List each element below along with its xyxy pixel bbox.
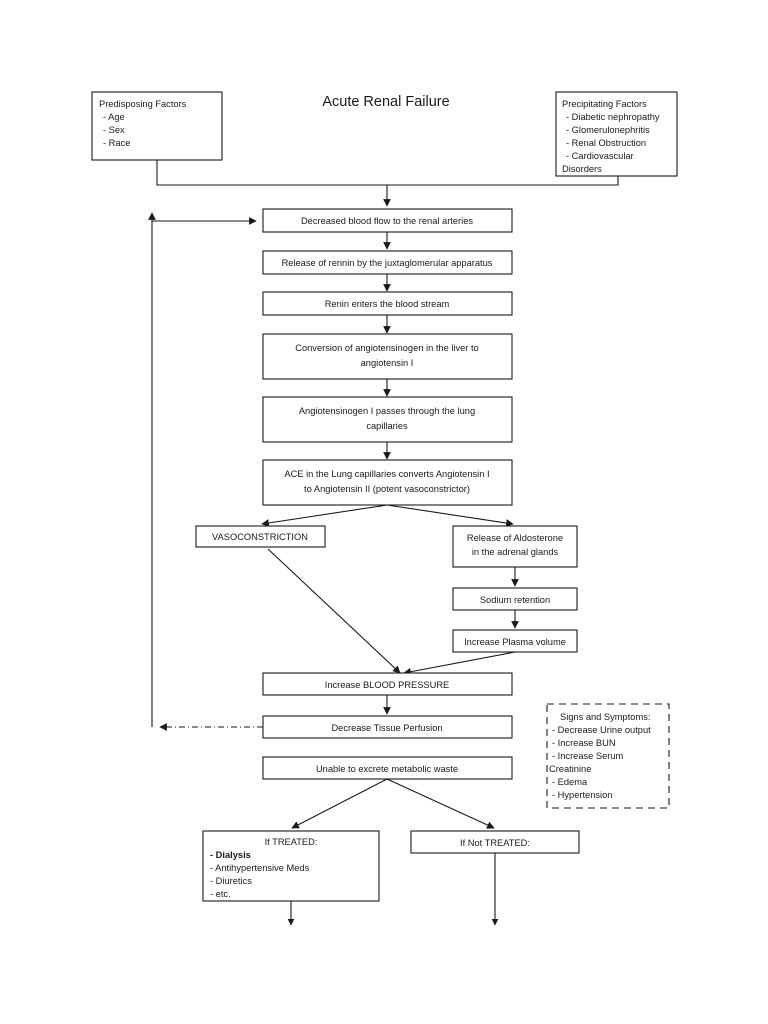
- signs-heading: Signs and Symptoms:: [560, 712, 650, 722]
- label-vasoconstriction: VASOCONSTRICTION: [212, 532, 308, 542]
- label-ace-line1: ACE in the Lung capillaries converts Ang…: [284, 469, 489, 479]
- connector-vasoconstriction-to-blood-pressure: [267, 548, 401, 674]
- page-title: Acute Renal Failure: [322, 94, 449, 110]
- label-conversion-line1: Conversion of angiotensinogen in the liv…: [295, 343, 478, 353]
- predisposing-heading: Predisposing Factors: [99, 99, 187, 109]
- not-treated-heading: If Not TREATED:: [460, 838, 530, 848]
- precipitating-heading: Precipitating Factors: [562, 99, 647, 109]
- treated-item-0: - Dialysis: [210, 850, 251, 860]
- label-aldosterone-line2: in the adrenal glands: [472, 547, 559, 557]
- treated-item-2: - Diuretics: [210, 876, 252, 886]
- label-decrease-tissue-perfusion: Decrease Tissue Perfusion: [331, 723, 442, 733]
- signs-item-4: - Edema: [552, 777, 588, 787]
- branch-ace-to-vasoconstriction: [261, 504, 388, 527]
- signs-item-5: - Hypertension: [552, 790, 612, 800]
- label-conversion-line2: angiotensin I: [361, 358, 414, 368]
- label-lung-pass-line1: Angiotensinogen I passes through the lun…: [299, 406, 475, 416]
- predisposing-item-0: - Age: [103, 112, 125, 122]
- box-conversion-angiotensinogen: [262, 333, 513, 380]
- branch-waste-to-not-treated: [386, 778, 495, 829]
- label-aldosterone-line1: Release of Aldosterone: [467, 533, 563, 543]
- signs-item-2: - Increase Serum: [552, 751, 624, 761]
- signs-item-1: - Increase BUN: [552, 738, 616, 748]
- label-sodium-retention: Sodium retention: [480, 595, 550, 605]
- precipitating-item-3: - Cardiovascular: [566, 151, 634, 161]
- precipitating-item-1: - Glomerulonephritis: [566, 125, 650, 135]
- label-renin-blood-stream: Renin enters the blood stream: [325, 299, 450, 309]
- label-renin-release: Release of rennin by the juxtaglomerular…: [282, 258, 493, 268]
- branch-ace-to-aldosterone: [386, 504, 514, 527]
- treated-item-3: - etc.: [210, 889, 231, 899]
- signs-and-symptoms-box: [546, 703, 670, 809]
- branch-waste-to-treated: [291, 778, 388, 829]
- predisposing-item-2: - Race: [103, 138, 130, 148]
- signs-item-3: Creatinine: [549, 764, 591, 774]
- connector-plasma-to-blood-pressure: [403, 651, 516, 676]
- box-decrease-tissue-perfusion: [262, 715, 513, 739]
- precipitating-item-4: Disorders: [562, 164, 602, 174]
- box-vasoconstriction: [195, 525, 326, 548]
- box-aldosterone-release: [452, 525, 578, 568]
- predisposing-item-1: - Sex: [103, 125, 125, 135]
- treated-item-1: - Antihypertensive Meds: [210, 863, 310, 873]
- treated-heading: If TREATED:: [265, 837, 318, 847]
- precipitating-factors-box: [555, 91, 678, 177]
- signs-item-0: - Decrease Urine output: [552, 725, 651, 735]
- label-lung-pass-line2: capillaries: [366, 421, 408, 431]
- predisposing-factors-box: [91, 91, 223, 161]
- box-ace-conversion: [262, 459, 513, 506]
- precipitating-item-0: - Diabetic nephropathy: [566, 112, 660, 122]
- box-if-treated: [202, 830, 380, 902]
- label-plasma-volume: Increase Plasma volume: [464, 637, 566, 647]
- box-lung-capillaries-pass: [262, 396, 513, 443]
- label-decreased-blood-flow: Decreased blood flow to the renal arteri…: [301, 216, 473, 226]
- connector-factors-bus: [156, 160, 619, 186]
- label-ace-line2: to Angiotensin II (potent vasoconstricto…: [304, 484, 470, 494]
- label-increase-blood-pressure: Increase BLOOD PRESSURE: [325, 680, 450, 690]
- label-metabolic-waste: Unable to excrete metabolic waste: [316, 764, 458, 774]
- precipitating-item-2: - Renal Obstruction: [566, 138, 646, 148]
